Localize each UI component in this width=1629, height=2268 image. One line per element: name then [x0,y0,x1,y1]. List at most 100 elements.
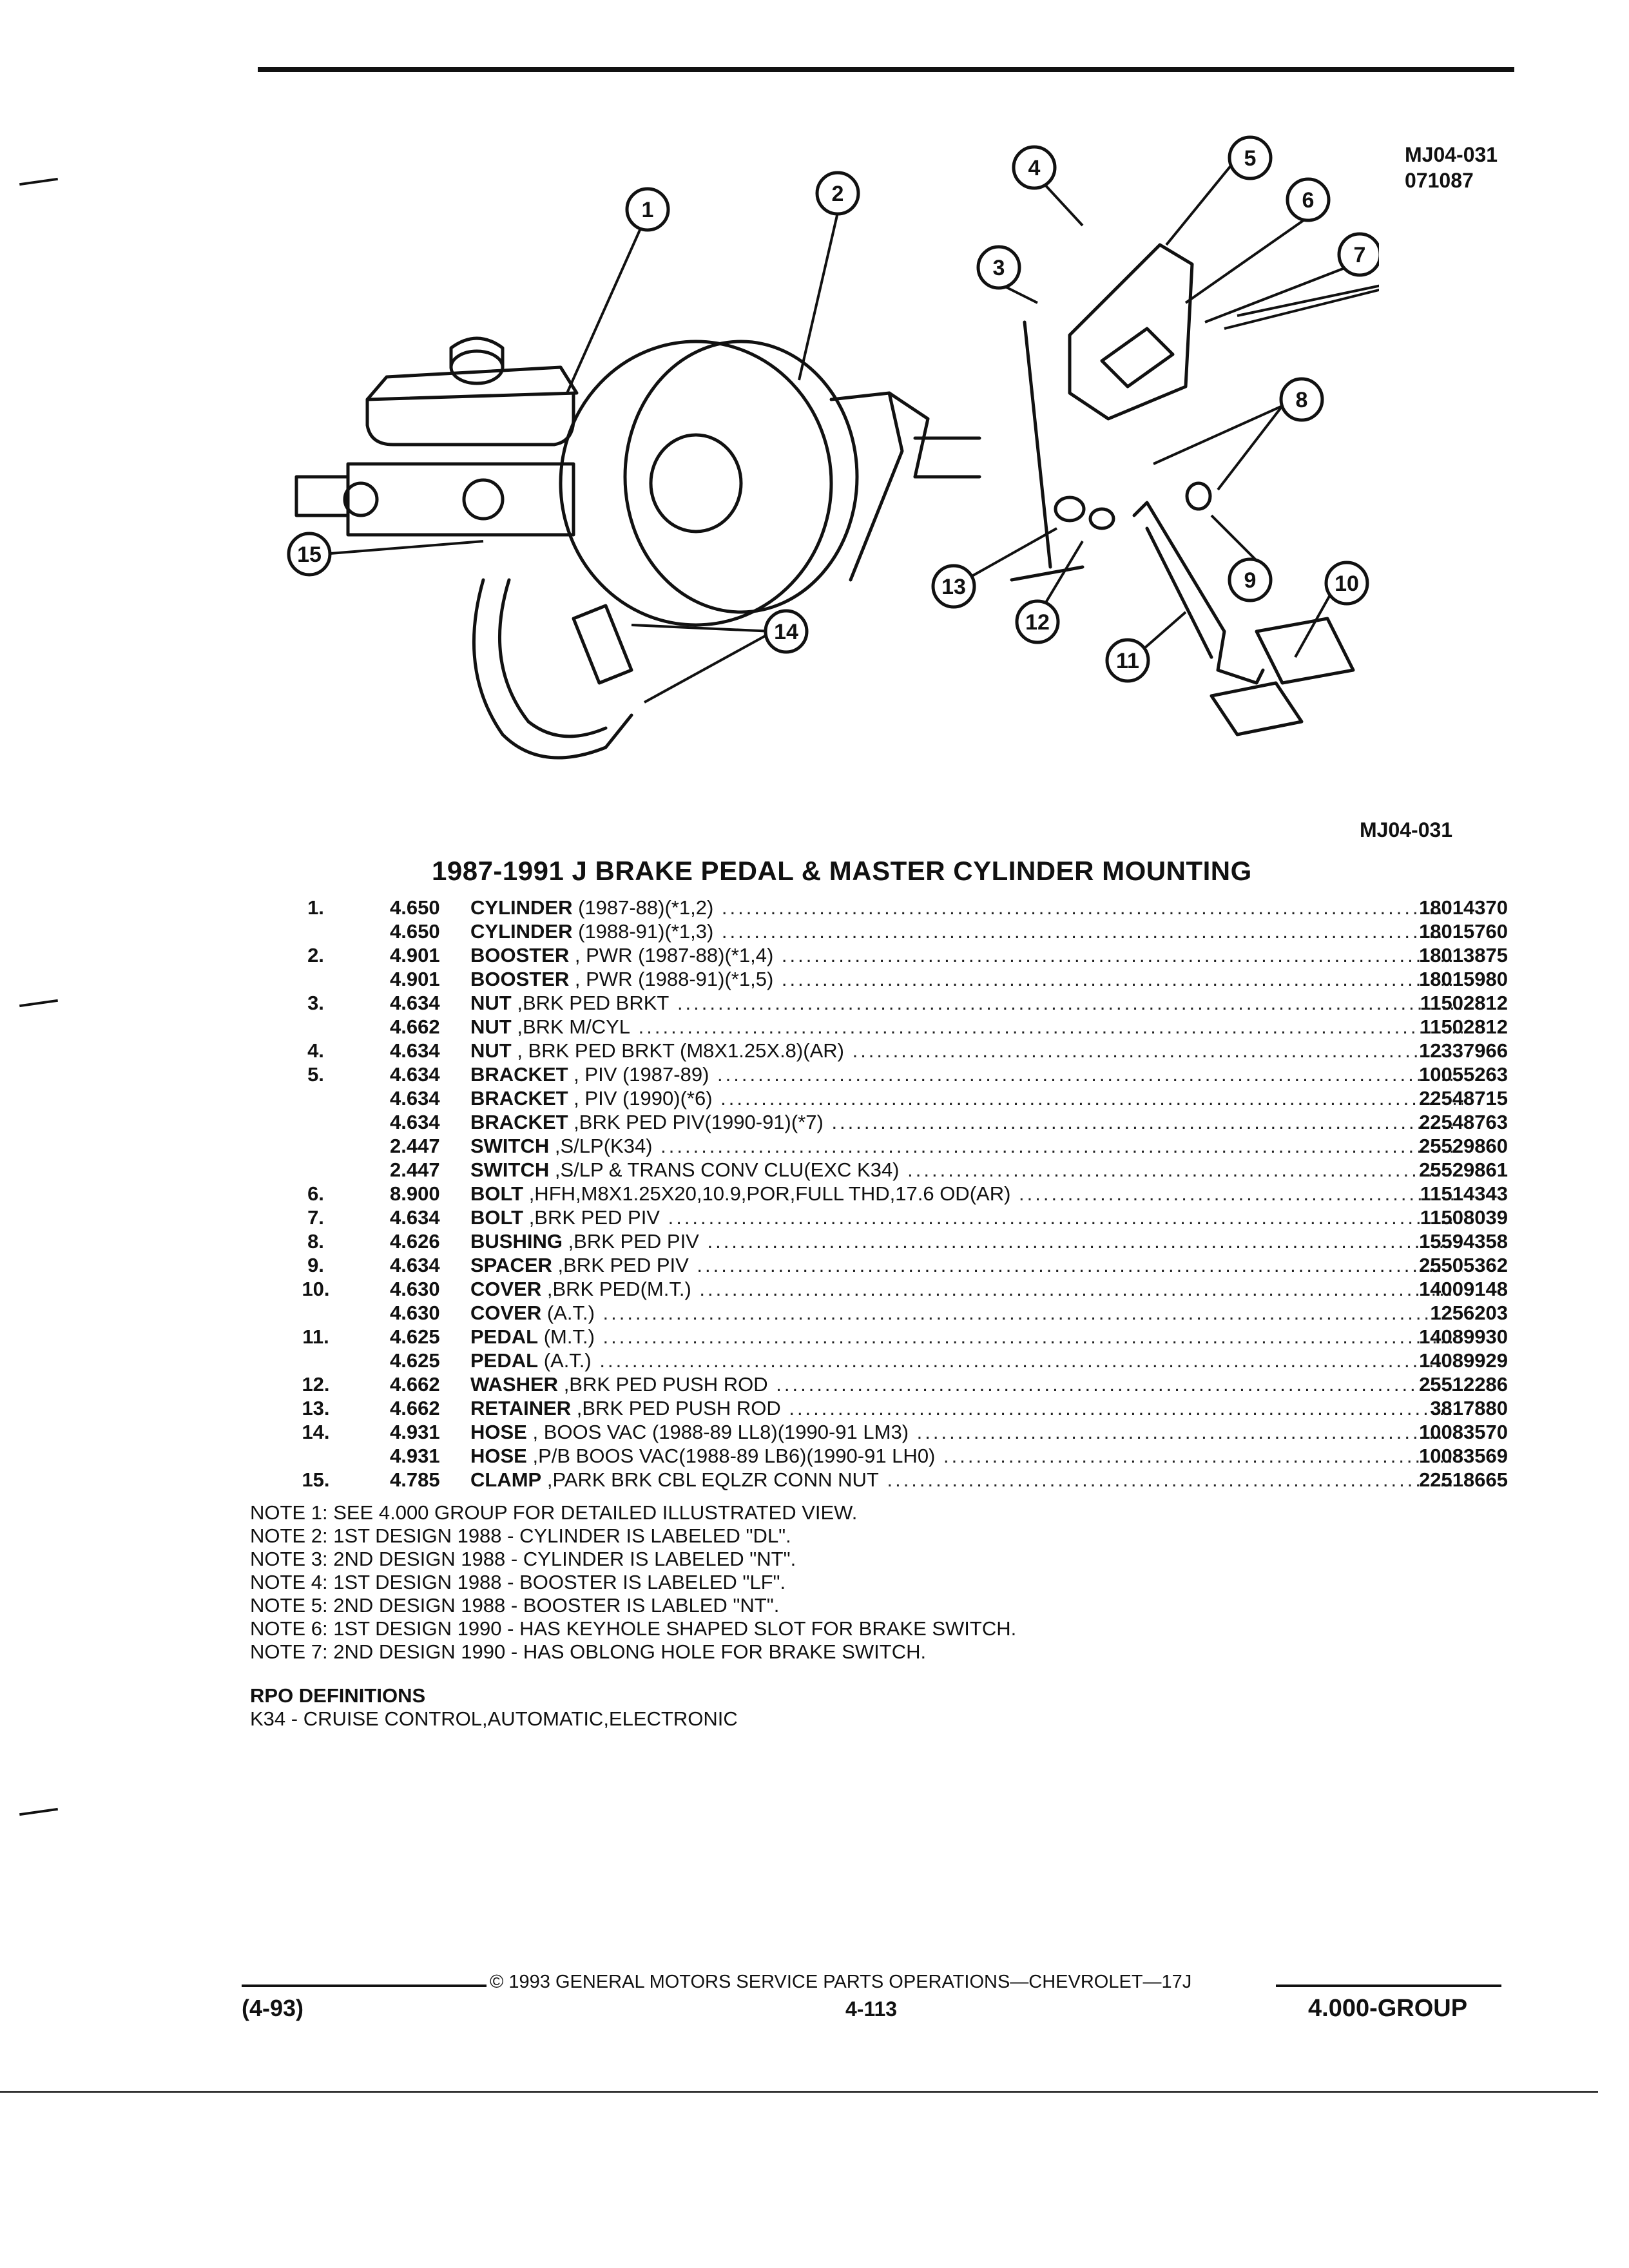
footer-group: 4.000-GROUP [1308,1995,1468,2022]
item-number: 12. [302,1373,330,1396]
part-name: CYLINDER [470,920,573,943]
callout-label-14: 14 [774,620,798,644]
brake-pedal [1132,501,1355,736]
washer [1088,507,1115,530]
part-spec: ,BRK PED PIV [562,1230,699,1253]
part-name: BOLT [470,1182,524,1205]
part-name: COVER [470,1278,542,1300]
note-text: 2ND DESIGN 1988 - BOOSTER IS LABLED "NT"… [327,1594,780,1617]
callout-label-6: 6 [1302,188,1315,213]
callout-8 [1279,377,1324,422]
item-number: 8. [307,1230,324,1253]
part-spec: ,S/LP & TRANS CONV CLU(EXC K34) [549,1158,900,1181]
part-spec: , PWR (1987-88)(*1,4) [569,944,774,966]
part-description: PEDAL (A.T.) ...........................… [470,1349,1463,1372]
group-number: 4.650 [390,920,440,943]
part-spec: (A.T.) [538,1349,592,1372]
part-name: HOSE [470,1445,527,1467]
note-label: NOTE 6: [250,1617,328,1640]
retainer [1054,495,1086,523]
item-number: 13. [302,1397,330,1419]
callout-label-10: 10 [1335,572,1359,596]
part-spec: ,HFH,M8X1.25X20,10.9,POR,FULL THD,17.6 O… [523,1182,1011,1205]
spacer [1185,481,1212,511]
part-spec: , PIV (1987-89) [568,1063,709,1086]
part-number: 25529861 [1419,1158,1508,1181]
leader-dots: ........................................… [660,1135,1463,1157]
group-number: 2.447 [390,1158,440,1181]
item-number: 3. [307,992,324,1014]
group-number: 2.447 [390,1135,440,1157]
part-spec: (1987-88)(*1,2) [572,896,714,919]
callout-label-4: 4 [1028,156,1041,180]
leader-dots: ........................................… [916,1421,1463,1443]
part-description: CYLINDER (1987-88)(*1,2) ...............… [470,896,1463,919]
callout-11 [1105,638,1150,683]
part-name: WASHER [470,1373,559,1396]
parts-row: 4.634 BRACKET , PIV (1990)(*6) ..........… [284,1086,1508,1110]
notes-list: NOTE 1: SEE 4.000 GROUP FOR DETAILED ILL… [250,1501,1016,1664]
item-number: 14. [302,1421,330,1443]
note-label: NOTE 5: [250,1594,328,1617]
note-label: NOTE 2: [250,1524,328,1547]
part-number: 11514343 [1420,1182,1508,1205]
callout-5 [1228,135,1273,180]
note-text: 2ND DESIGN 1990 - HAS OBLONG HOLE FOR BR… [327,1640,927,1663]
part-spec: ,S/LP(K34) [549,1135,653,1157]
callout-label-3: 3 [993,256,1005,280]
part-name: BRACKET [470,1087,568,1110]
rpo-definition: K34 - CRUISE CONTROL,AUTOMATIC,ELECTRONI… [250,1707,738,1730]
part-number: 22548763 [1419,1111,1508,1133]
note-label: NOTE 4: [250,1571,328,1593]
group-number: 4.626 [390,1230,440,1253]
note-line: NOTE 2: 1ST DESIGN 1988 - CYLINDER IS LA… [250,1524,1016,1548]
part-name: BOLT [470,1206,524,1229]
callout-label-11: 11 [1116,649,1139,673]
part-spec: ,BRK PED BRKT [511,992,670,1014]
part-number: 10083570 [1419,1421,1508,1443]
footer-copyright: © 1993 GENERAL MOTORS SERVICE PARTS OPER… [490,1972,1192,1992]
part-description: BRACKET , PIV (1990)(*6) ...............… [470,1086,1463,1110]
note-text: 1ST DESIGN 1988 - BOOSTER IS LABELED "LF… [327,1571,786,1593]
note-line: NOTE 7: 2ND DESIGN 1990 - HAS OBLONG HOL… [250,1640,1016,1664]
part-number: 10083569 [1419,1445,1508,1467]
bottom-rule [0,2091,1598,2093]
group-number: 4.634 [390,1039,440,1062]
leader-dots: ........................................… [907,1158,1463,1181]
callout-4 [1012,145,1057,190]
part-name: NUT [470,1015,512,1038]
callout-10 [1324,561,1369,606]
part-number: 18015980 [1419,968,1508,990]
callout-label-13: 13 [941,575,966,599]
note-text: 1ST DESIGN 1990 - HAS KEYHOLE SHAPED SLO… [327,1617,1017,1640]
part-description: HOSE ,P/B BOOS VAC(1988-89 LB6)(1990-91 … [470,1444,1463,1468]
group-number: 4.662 [390,1373,440,1396]
group-number: 4.901 [390,968,440,990]
part-spec: ,BRK PED PIV [523,1206,660,1229]
footer-rule-right [1276,1984,1501,1987]
group-number: 4.634 [390,1111,440,1133]
part-spec: , PIV (1990)(*6) [568,1087,713,1110]
part-description: SWITCH ,S/LP(K34) ......................… [470,1134,1463,1158]
part-number: 18014370 [1419,896,1508,919]
part-spec: , BRK PED BRKT (M8X1.25X.8)(AR) [511,1039,844,1062]
leader-dots: ........................................… [789,1397,1463,1419]
group-number: 4.634 [390,1087,440,1110]
callout-3 [976,245,1021,290]
part-number: 12337966 [1419,1039,1508,1062]
note-label: NOTE 3: [250,1548,328,1570]
part-number: 18015760 [1419,920,1508,943]
item-number: 1. [307,896,324,919]
item-number: 15. [302,1468,330,1491]
leader-dots: ........................................… [699,1278,1463,1300]
part-name: NUT [470,1039,512,1062]
part-number: 14089930 [1419,1325,1508,1348]
margin-mark [19,177,58,186]
part-name: BOOSTER [470,944,570,966]
